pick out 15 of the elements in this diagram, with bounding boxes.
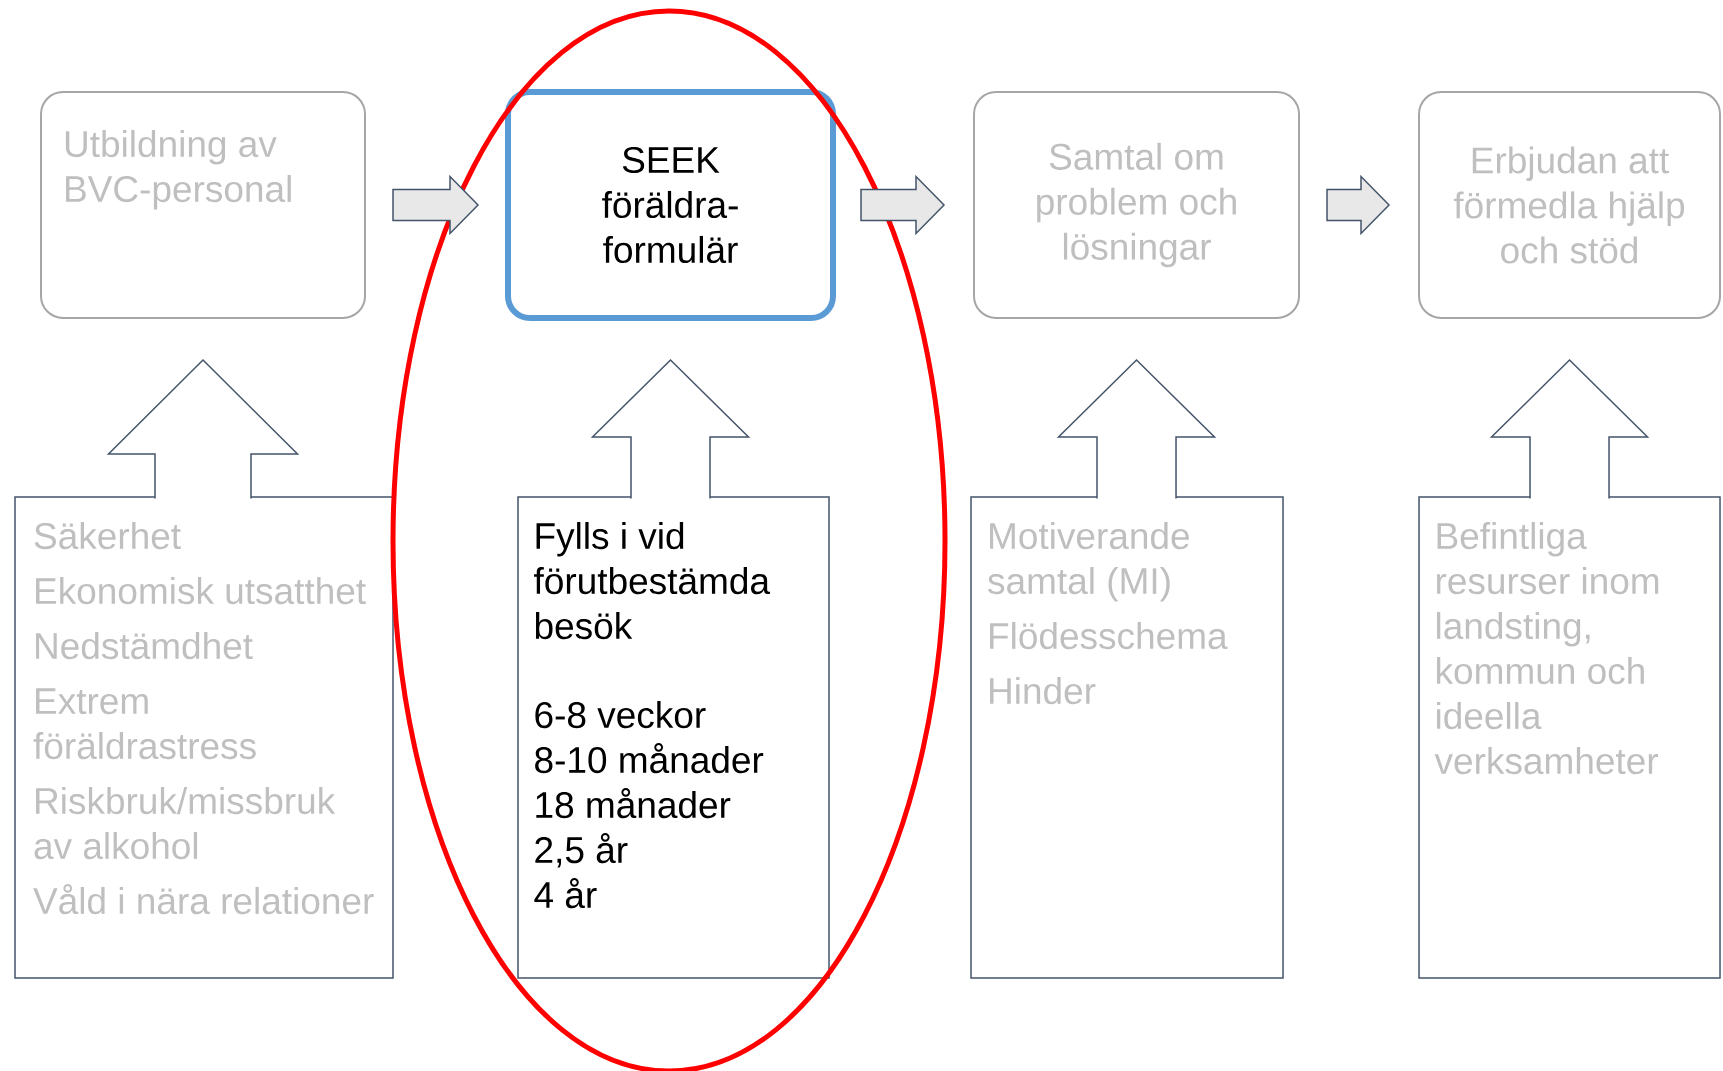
callout-box: Fylls i vid förutbestämda besök 6-8 veckor 8-10 månader 18 månader 2,5 år 4 år [517, 496, 830, 979]
block-arrow [392, 174, 480, 236]
process-box: Erbjudan att förmedla hjälp och stöd [1418, 91, 1721, 319]
callout-arrow [1056, 358, 1217, 500]
block-arrow [1326, 174, 1391, 236]
callout-arrow [590, 358, 751, 500]
process-box: Samtal om problem och lösningar [973, 91, 1300, 319]
process-box: Utbildning av BVC-personal [40, 91, 366, 319]
callout-arrow [1489, 358, 1650, 500]
callout-arrow [106, 358, 300, 500]
callout-box: Säkerhet Ekonomisk utsatthet Nedstämdhet Extrem föräldrastress Riskbruk/missbruk av alkohol Våld i nära relationer [14, 496, 394, 979]
callout-box: Befintliga resurser inom landsting, kommun och ideella verksamheter [1418, 496, 1721, 979]
block-arrow [860, 174, 946, 236]
callout-box: Motiverande samtal (MI) Flödesschema Hinder [970, 496, 1284, 979]
process-box: SEEK föräldra-formulär [505, 89, 836, 321]
